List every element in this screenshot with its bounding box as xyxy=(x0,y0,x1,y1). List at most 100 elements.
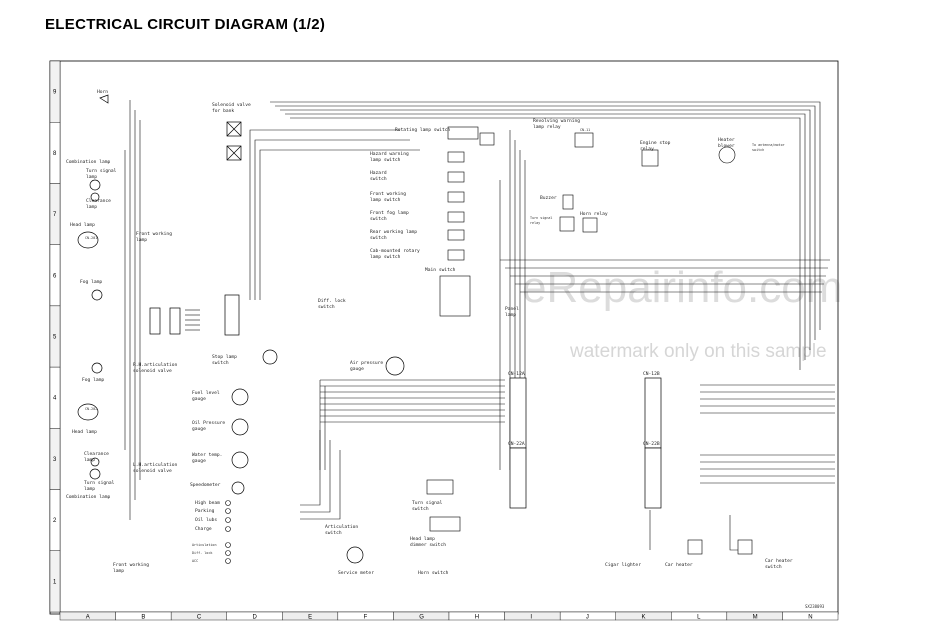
label-car-heater-switch-2: switch xyxy=(765,564,782,570)
label-indicator-high-beam: High beam xyxy=(195,500,220,506)
connector-label-cn-201: CN-201 xyxy=(85,236,97,240)
label-horn: Horn xyxy=(97,89,108,95)
grid-column-label: N xyxy=(808,615,812,621)
page-title: ELECTRICAL CIRCUIT DIAGRAM (1/2) xyxy=(45,16,326,33)
label-turn-signal-bottom-1: Turn signal xyxy=(84,480,115,486)
label-hazard-lamp-switch-2: switch xyxy=(370,176,387,182)
label-combination-lamp-bottom: Combination lamp xyxy=(66,494,110,500)
label-revolving-relay-2: lamp relay xyxy=(533,124,561,130)
grid-row-label: 3 xyxy=(53,457,57,463)
label-rear-working-switch-1: Rear working lamp xyxy=(370,229,417,235)
grid-column-label: H xyxy=(475,615,479,621)
label-indicator-charge: Charge xyxy=(195,526,212,532)
label-horn-switch: Horn switch xyxy=(418,570,449,576)
label-articulation-switch-1: Articulation xyxy=(325,524,358,530)
label-turn-signal-top-1: Turn signal xyxy=(86,168,117,174)
grid-column-label: E xyxy=(308,615,312,621)
label-rear-working-switch-2: switch xyxy=(370,235,387,241)
grid-column-cell xyxy=(504,611,561,621)
gauge-icons xyxy=(231,349,405,564)
label-front-working-bottom-2: lamp xyxy=(113,568,124,574)
label-panel-lamp-2: lamp xyxy=(505,312,516,318)
label-diff-lock-switch-1: Diff. lock xyxy=(318,298,346,304)
label-head-lamp-dimmer-1: Head lamp xyxy=(410,536,435,542)
label-turn-signal-switch-2: switch xyxy=(412,506,429,512)
grid-column-label: F xyxy=(364,615,368,621)
label-air-pressure-2: gauge xyxy=(350,367,364,372)
label-revolving-relay-1: Revolving warning xyxy=(533,118,580,124)
grid-column-label: G xyxy=(419,615,424,621)
label-antenna-switch-1: To antenna/motor xyxy=(752,143,785,147)
label-head-lamp-top: Head lamp xyxy=(70,222,95,228)
grid-row-label: 6 xyxy=(53,273,57,279)
connector-label-cn-22b: CN-22B xyxy=(643,441,660,447)
label-indicator-diff-lock: Diff. lock xyxy=(192,551,212,555)
grid-row-label: 1 xyxy=(53,579,57,585)
grid-row-label: 5 xyxy=(53,335,57,341)
grid-column-label: I xyxy=(530,615,532,621)
label-front-working-top-1: Front working xyxy=(136,231,172,237)
label-combination-lamp-top: Combination lamp xyxy=(66,159,110,165)
label-l-h-articulation-2: solenoid valve xyxy=(133,468,172,474)
connector-label-cn-202: CN-202 xyxy=(85,407,97,411)
label-l-h-articulation-1: L.H.articulation xyxy=(133,462,177,468)
connector-label-cn-12b: CN-12B xyxy=(643,371,660,377)
label-r-h-articulation-2: solenoid valve xyxy=(133,368,172,374)
label-turn-signal-relay-1: Turn signal xyxy=(530,216,552,220)
label-front-working-switch-2: lamp switch xyxy=(370,197,401,203)
label-engine-stop-2: relay xyxy=(640,146,654,152)
indicator-lamps xyxy=(225,500,231,564)
label-service-meter: Service meter xyxy=(338,570,374,576)
label-oil-pressure-1: Oil Pressure xyxy=(192,420,225,426)
label-horn-relay: Horn relay xyxy=(580,211,608,217)
label-panel-lamp-1: Panel xyxy=(505,306,519,312)
label-heater-blower-2: blower xyxy=(718,143,735,149)
grid-row-label: 7 xyxy=(53,212,57,218)
label-hazard-lamp-switch-1: Hazard xyxy=(370,170,387,176)
grid-column-label: J xyxy=(586,615,589,621)
label-hazard-switch-2: lamp switch xyxy=(370,157,401,163)
label-water-temp-1: Water temp. xyxy=(192,452,222,458)
grid-column-label: L xyxy=(697,615,701,621)
label-cab-rotary-switch-1: Cab-mounted rotary xyxy=(370,248,420,254)
horn-icon xyxy=(99,94,109,104)
component-labels: Horn Solenoid valve for bank Combination… xyxy=(66,89,793,576)
grid-column-label: C xyxy=(197,615,202,621)
label-rotating-lamp-switch: Rotating lamp switch xyxy=(395,127,451,133)
lamp-cluster-top xyxy=(77,179,103,301)
label-indicator-parking: Parking xyxy=(195,508,215,514)
label-clearance-bottom-2: lamp xyxy=(84,457,95,463)
label-turn-signal-relay-2: relay xyxy=(530,221,540,225)
label-clearance-bottom-1: Clearance xyxy=(84,451,109,457)
label-engine-stop-1: Engine stop xyxy=(640,140,671,146)
connector-label-cn-12a: CN-12A xyxy=(508,371,525,377)
label-hazard-switch-1: Hazard warning xyxy=(370,151,409,157)
label-speedometer: Speedometer xyxy=(190,482,221,488)
label-fog-lamp-top: Fog lamp xyxy=(80,279,102,285)
label-front-fog-switch-1: Front fog lamp xyxy=(370,210,409,216)
label-oil-pressure-2: gauge xyxy=(192,427,206,432)
grid-column-label: D xyxy=(253,615,258,621)
label-fuel-level-2: gauge xyxy=(192,397,206,402)
label-front-working-switch-1: Front working xyxy=(370,191,406,197)
label-turn-signal-switch-1: Turn signal xyxy=(412,500,443,506)
label-indicator-articulation: Articulation xyxy=(192,543,217,547)
label-turn-signal-top-2: lamp xyxy=(86,174,97,180)
watermark-main: eRepairinfo.com xyxy=(522,263,842,312)
label-cigar-lighter: Cigar lighter xyxy=(605,562,641,568)
label-buzzer: Buzzer xyxy=(540,195,557,201)
label-articulation-switch-2: switch xyxy=(325,530,342,536)
label-r-h-articulation-1: R.H.articulation xyxy=(133,362,177,368)
grid-row-label: 4 xyxy=(53,396,57,402)
label-clearance-top-1: Clearance xyxy=(86,198,111,204)
label-head-lamp-bottom: Head lamp xyxy=(72,429,97,435)
label-heater-blower-1: Heater xyxy=(718,137,735,143)
solenoid-valve-icon xyxy=(226,121,242,161)
grid-column-label: K xyxy=(642,615,646,621)
grid-row-label: 2 xyxy=(53,518,57,524)
label-front-fog-switch-2: switch xyxy=(370,216,387,222)
watermark-sub: watermark only on this sample xyxy=(569,341,827,362)
label-stop-lamp-switch-1: Stop lamp xyxy=(212,354,237,360)
